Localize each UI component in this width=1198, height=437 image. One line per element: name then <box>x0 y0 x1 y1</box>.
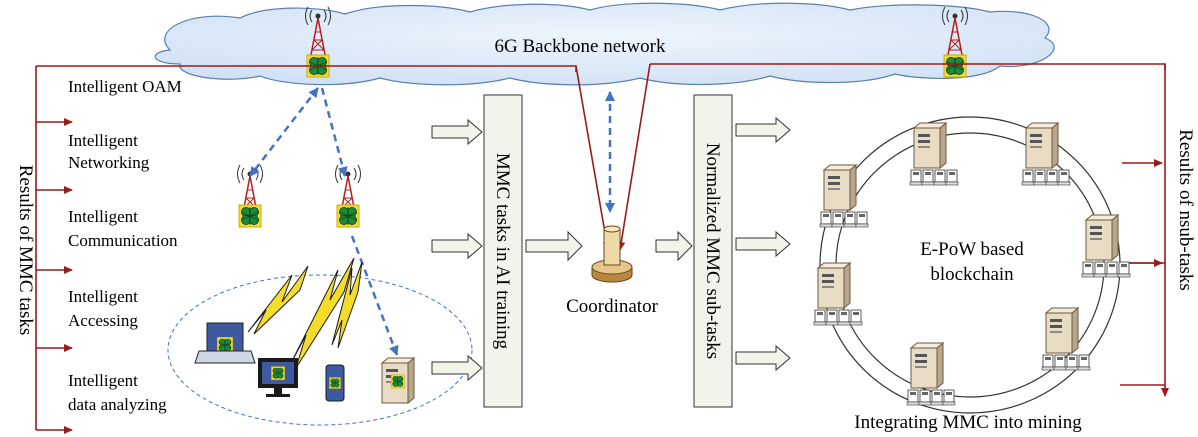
miner-node-right <box>1082 215 1130 277</box>
task-label-communication-1: Intelligent <box>68 207 138 226</box>
laptop-icon <box>194 322 256 364</box>
miner-node-bottom <box>907 343 955 405</box>
output-arrows <box>735 116 791 372</box>
blockchain-label-1: E-PoW based <box>920 239 1024 260</box>
ai-training-box <box>483 94 523 408</box>
monitor-icon <box>258 358 298 397</box>
miner-node-lower-left <box>814 263 862 325</box>
backbone-label: 6G Backbone network <box>495 36 666 57</box>
task-label-data-analyzing-2: data analyzing <box>68 395 167 414</box>
task-label-networking-1: Intelligent <box>68 131 138 150</box>
task-label-oam: Intelligent OAM <box>68 77 182 96</box>
device-group-ellipse <box>167 274 473 426</box>
edge-server-icon <box>381 357 415 404</box>
miner-node-lower-right <box>1042 308 1090 370</box>
lightning-bolts <box>247 257 363 369</box>
miner-node-top <box>910 123 958 185</box>
ai-to-coordinator-arrow <box>525 230 583 262</box>
miner-node-upper-left <box>820 165 868 227</box>
task-label-communication-2: Communication <box>68 231 178 250</box>
coordinator-icon <box>591 225 633 283</box>
task-label-data-analyzing-1: Intelligent <box>68 371 138 390</box>
input-arrows <box>431 118 483 382</box>
task-label-accessing-2: Accessing <box>68 311 138 330</box>
phone-icon <box>325 364 345 402</box>
right-result-arrows <box>617 63 1169 397</box>
coordinator-to-normalized-arrow <box>655 230 693 262</box>
left-side-label: Results of MMC tasks <box>15 165 36 336</box>
left-result-arrows <box>35 65 611 434</box>
normalized-subtasks-label: Normalized MMC sub-tasks <box>702 143 723 359</box>
mining-caption: Integrating MMC into mining <box>854 412 1082 433</box>
miner-node-upper-right <box>1022 123 1070 185</box>
task-list: Intelligent OAM Intelligent Networking I… <box>68 77 182 414</box>
task-label-networking-2: Networking <box>68 153 150 172</box>
access-tower-right <box>334 164 362 228</box>
coordinator-label: Coordinator <box>566 296 658 317</box>
wireless-dashed-links <box>249 87 615 356</box>
blockchain-label-2: blockchain <box>930 264 1014 285</box>
task-label-accessing-1: Intelligent <box>68 287 138 306</box>
ai-training-label: MMC tasks in AI training <box>492 153 513 350</box>
right-side-label: Results of nsub-tasks <box>1175 129 1196 291</box>
normalized-subtasks-box <box>693 94 733 408</box>
